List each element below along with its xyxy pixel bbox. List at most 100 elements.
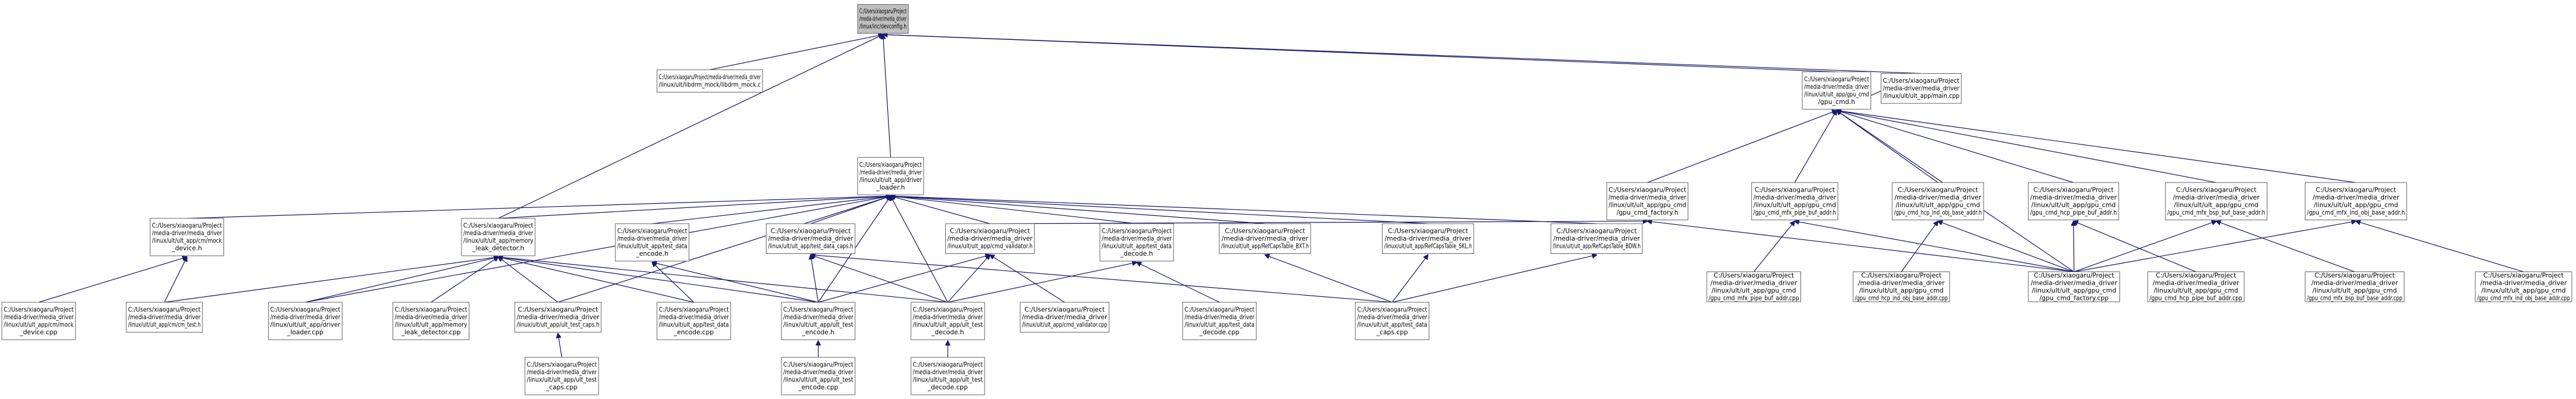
dependency-edge (431, 257, 498, 303)
node-label-line: C:/Users/xiaogaru/Project (518, 307, 598, 314)
node-box (657, 69, 763, 92)
file-node[interactable]: C:/Users/xiaogaru/Project/media-driver/m… (1550, 223, 1643, 255)
root-file-node[interactable]: C:/Users/xiaogaru/Project/media-driver/m… (857, 4, 909, 34)
file-node[interactable]: C:/Users/xiaogaru/Project/media-driver/m… (615, 223, 690, 262)
node-box (766, 223, 856, 255)
node-label-line: /media-driver/media_driver (859, 16, 907, 23)
node-label-line: C:/Users/xiaogaru/Project (859, 8, 907, 15)
file-node[interactable]: C:/Users/xiaogaru/Project/media-driver/m… (945, 223, 1035, 255)
file-node[interactable]: C:/Users/xiaogaru/Project/media-driver/m… (1219, 223, 1311, 255)
file-node[interactable]: C:/Users/xiaogaru/Project/media-driver/m… (1382, 223, 1474, 255)
file-node[interactable]: C:/Users/xiaogaru/Project/media-driver/m… (1020, 302, 1110, 333)
file-node[interactable]: C:/Users/xiaogaru/Project/media-driver/m… (150, 218, 224, 256)
node-label-line: /media-driver/media_driver (2031, 279, 2118, 287)
file-node[interactable]: C:/Users/xiaogaru/Project/media-driver/m… (126, 302, 203, 333)
dependency-edge (990, 255, 1065, 303)
node-label-line: /linux/ult/ult_app/cm/mock (152, 238, 223, 245)
node-box (1892, 182, 1984, 221)
dependency-edge (811, 255, 819, 303)
file-node[interactable]: C:/Users/xiaogaru/Project/media-driver/m… (1892, 182, 1984, 221)
file-node[interactable]: C:/Users/xiaogaru/Project/media-driver/m… (1880, 73, 1962, 104)
file-node[interactable]: C:/Users/xiaogaru/Project/media-driver/m… (514, 302, 602, 333)
node-box (945, 223, 1035, 255)
file-node[interactable]: C:/Users/xiaogaru/Project/media-driver/m… (1751, 182, 1839, 221)
file-node[interactable]: C:/Users/xiaogaru/Project/media-driver/m… (393, 302, 470, 340)
file-node[interactable]: C:/Users/xiaogaru/Project/media-driver/m… (910, 302, 985, 340)
file-node[interactable]: C:/Users/xiaogaru/Project/media-driver/m… (2028, 271, 2121, 302)
node-box (1706, 271, 1802, 302)
file-node[interactable]: C:/Users/xiaogaru/Project/media-driver/m… (2028, 182, 2119, 221)
file-node[interactable]: C:/Users/xiaogaru/Project/media-driver/m… (1, 302, 76, 340)
node-label-line: /media-driver/media_driver (913, 314, 983, 321)
node-box (1751, 182, 1839, 221)
file-node[interactable]: C:/Users/xiaogaru/Project/media-driver/m… (910, 357, 985, 395)
node-label-line: C:/Users/xiaogaru/Project (1184, 306, 1254, 313)
file-node[interactable]: C:/Users/xiaogaru/Project/media-driver/m… (781, 357, 856, 395)
node-box (2028, 182, 2119, 221)
node-label-line: C:/Users/xiaogaru/Project (913, 362, 983, 369)
node-box (1099, 223, 1174, 262)
file-node[interactable]: C:/Users/xiaogaru/Project/media-driver/m… (524, 357, 599, 395)
node-label-line: C:/Users/xiaogaru/Project (270, 306, 340, 313)
file-node[interactable]: C:/Users/xiaogaru/Project/media-driver/m… (766, 223, 856, 255)
node-label-line: /linux/ult/ult_app/test_data (1184, 321, 1254, 328)
file-node[interactable]: C:/Users/xiaogaru/Project/media-driver/m… (1355, 302, 1430, 340)
file-node[interactable]: C:/Users/xiaogaru/Project/media-driver/m… (1706, 271, 1802, 302)
node-label-line: C:/Users/xiaogaru/Project (2176, 186, 2256, 193)
dependency-edge (2356, 221, 2524, 273)
dependency-edge (1392, 255, 1596, 303)
node-box (857, 4, 909, 34)
node-label-line: /media-driver/media_driver (913, 369, 983, 376)
node-label-line: C:/Users/xiaogaru/Project (1804, 76, 1869, 83)
node-box (615, 223, 690, 262)
dependency-edge (883, 34, 891, 158)
dependency-edge (891, 196, 1597, 224)
file-node[interactable]: C:/Users/xiaogaru/Project/media-driver/m… (268, 302, 342, 340)
file-node[interactable]: C:/Users/xiaogaru/Project/media-driver/m… (2475, 271, 2572, 302)
node-box (126, 302, 203, 333)
node-label-line: /media-driver/media_driver (2480, 279, 2567, 287)
node-label-line: /media-driver/media_driver (1222, 235, 1309, 242)
dependency-edge (305, 196, 890, 303)
file-node[interactable]: C:/Users/xiaogaru/Project/media-driver/m… (1802, 71, 1872, 110)
file-node[interactable]: C:/Users/xiaogaru/Project/media-driver/m… (2147, 271, 2245, 302)
dependency-edge (1837, 111, 2217, 183)
node-label-line: /media-driver/media_driver (1357, 314, 1427, 321)
file-node[interactable]: C:/Users/xiaogaru/Project/media-driver/m… (857, 157, 924, 195)
node-label-line: /linux/ult/ult_app/memory (463, 238, 533, 245)
file-node[interactable]: C:/Users/xiaogaru/Project/media-driver/m… (2305, 271, 2404, 302)
node-label-line: _leak_detector.h (472, 245, 524, 252)
file-node[interactable]: C:/Users/xiaogaru/Project/media-driver/m… (2165, 182, 2267, 221)
dependency-edge (811, 255, 1393, 303)
node-label-line: C:/Users/xiaogaru/Project (128, 307, 201, 314)
node-label-line: /linux/ult/ult_app/test_data (659, 321, 729, 328)
dependency-edge (1392, 255, 1428, 303)
node-label-line: /linux/ult/ult_app/gpu_cmd (2031, 201, 2116, 209)
file-node[interactable]: C:/Users/xiaogaru/Project/media-driver/m… (657, 302, 731, 340)
node-label-line: C:/Users/xiaogaru/Project (1714, 272, 1794, 279)
node-label-line: _decode.h (1120, 250, 1153, 258)
file-node[interactable]: C:/Users/xiaogaru/Project/media-driver/m… (657, 69, 763, 92)
file-node[interactable]: C:/Users/xiaogaru/Project/media-driver/m… (1099, 223, 1174, 262)
file-node[interactable]: C:/Users/xiaogaru/Project/media-driver/m… (1852, 271, 1950, 302)
node-label-line: C:/Users/xiaogaru/Project (659, 306, 729, 313)
node-label-line: C:/Users/xiaogaru/Project (783, 362, 853, 369)
node-label-line: C:/Users/xiaogaru/Project (2316, 186, 2396, 193)
file-node[interactable]: C:/Users/xiaogaru/Project/media-driver/m… (1606, 182, 1689, 221)
dependency-edge (891, 196, 1137, 224)
file-node[interactable]: C:/Users/xiaogaru/Project/media-driver/m… (1182, 302, 1257, 340)
node-label-line: _device.cpp (19, 329, 58, 336)
node-label-line: C:/Users/xiaogaru/Project (463, 222, 533, 230)
node-box (2147, 271, 2245, 302)
file-node[interactable]: C:/Users/xiaogaru/Project/media-driver/m… (781, 302, 856, 340)
dependency-edge (1837, 111, 2356, 183)
dependency-edge (1647, 111, 1837, 183)
node-label-line: /media-driver/media_driver (1553, 235, 1640, 242)
node-label-line: C:/Users/xiaogaru/Project (1755, 186, 1835, 193)
dependency-edge (818, 255, 990, 303)
node-label-line: /linux/ult/ult_app/RefCapsTable_BXT.h (1221, 243, 1309, 250)
dependency-edge (710, 34, 883, 70)
file-node[interactable]: C:/Users/xiaogaru/Project/media-driver/m… (2305, 182, 2407, 221)
file-node[interactable]: C:/Users/xiaogaru/Project/media-driver/m… (461, 218, 536, 256)
